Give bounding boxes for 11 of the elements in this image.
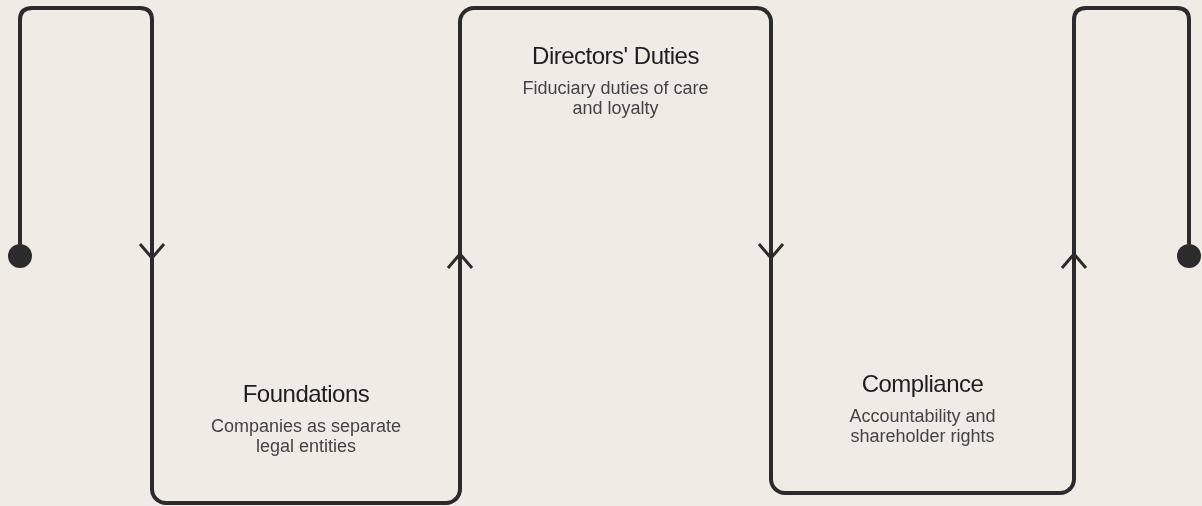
stage-bracket xyxy=(458,6,773,130)
endpoint-dot xyxy=(8,244,32,268)
endpoint-dot xyxy=(1177,244,1201,268)
stage-description: Fiduciary duties of care and loyalty xyxy=(521,78,710,118)
stage-title: Foundations xyxy=(242,380,370,408)
stage-title: Directors' Duties xyxy=(532,42,699,70)
stage-bracket xyxy=(150,380,462,505)
stage-bracket xyxy=(769,370,1076,495)
stage-description: Companies as separate legal entities xyxy=(209,416,403,456)
stage-description: Accountability and shareholder rights xyxy=(848,406,997,446)
stage-title: Compliance xyxy=(861,370,984,398)
